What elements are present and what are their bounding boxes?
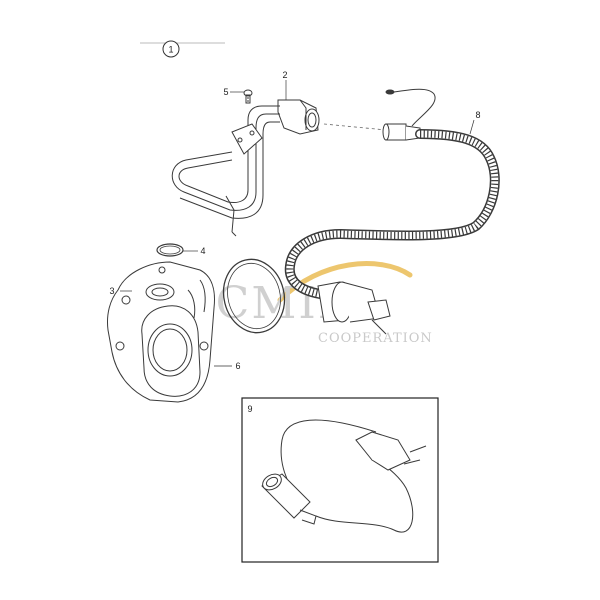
part-4-o-ring	[156, 243, 198, 257]
view-number-marker: 1	[140, 40, 225, 58]
callout-2: 2	[282, 70, 287, 80]
leader-lines	[120, 91, 475, 367]
callout-4: 4	[200, 246, 205, 256]
view-number-circle	[162, 40, 180, 58]
cable-plug	[382, 123, 421, 141]
callout-9: 9	[247, 404, 252, 414]
part-5-bolt	[232, 89, 253, 104]
callout-8: 8	[475, 110, 480, 120]
part-8-heater-cable	[284, 88, 500, 335]
callout-5: 5	[223, 87, 228, 97]
cable-socket	[317, 281, 391, 335]
callout-6: 6	[235, 361, 240, 371]
cable-conduit	[284, 129, 500, 299]
part-6-gasket	[222, 258, 286, 334]
watermark: CCMIE COOPERATION	[180, 261, 433, 346]
callout-3: 3	[109, 286, 114, 296]
watermark-subtitle: COOPERATION	[318, 331, 433, 346]
view-number-label: 1	[168, 45, 173, 55]
part-3-adapter-housing	[107, 261, 215, 403]
connector-alignment-line	[323, 123, 387, 131]
part-9-extension-cord	[261, 419, 427, 533]
cable-pigtail-lead	[393, 88, 436, 127]
part-9-box	[241, 397, 439, 563]
part-2-heater-element	[171, 80, 320, 237]
